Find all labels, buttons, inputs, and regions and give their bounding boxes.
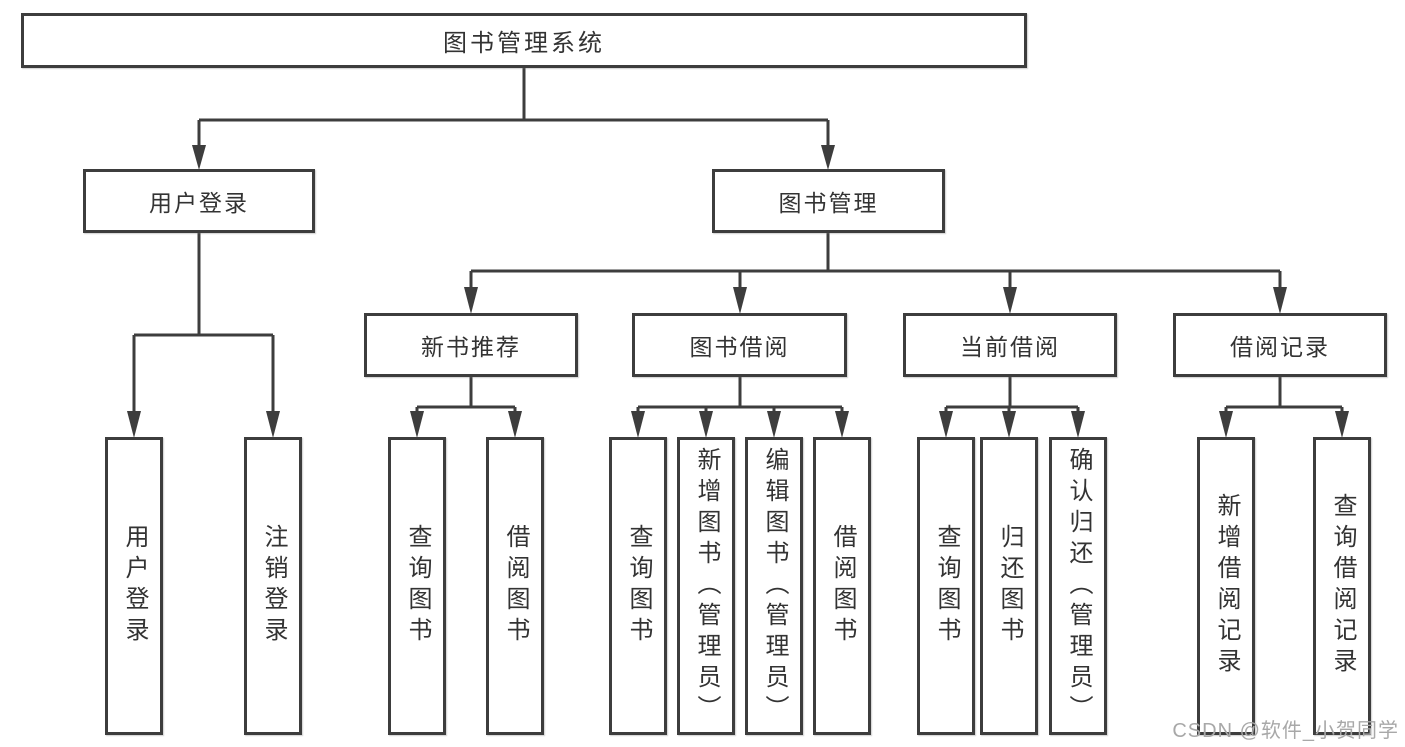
leaf-add-book-admin-label: 新增图书（管理员） bbox=[693, 446, 720, 726]
node-borrow-record-label: 借阅记录 bbox=[1230, 334, 1330, 360]
connector-borrow-record-to-leaves bbox=[1219, 377, 1349, 438]
leaf-logout: 注销登录 bbox=[244, 437, 302, 735]
node-new-book-recommend: 新书推荐 bbox=[364, 313, 578, 377]
leaf-borrow-book-2: 借阅图书 bbox=[813, 437, 871, 735]
leaf-query-book-1: 查询图书 bbox=[388, 437, 446, 735]
node-book-mgmt: 图书管理 bbox=[712, 169, 945, 233]
leaf-edit-book-admin-label: 编辑图书（管理员） bbox=[761, 446, 788, 726]
leaf-confirm-return-admin: 确认归还（管理员） bbox=[1049, 437, 1107, 735]
leaf-edit-book-admin: 编辑图书（管理员） bbox=[745, 437, 803, 735]
leaf-confirm-return-admin-label: 确认归还（管理员） bbox=[1065, 446, 1092, 726]
watermark: CSDN @软件_小贺同学 bbox=[1172, 720, 1399, 742]
leaf-borrow-book-1: 借阅图书 bbox=[486, 437, 544, 735]
leaf-add-borrow-record: 新增借阅记录 bbox=[1197, 437, 1255, 735]
leaf-query-book-2: 查询图书 bbox=[609, 437, 667, 735]
leaf-borrow-book-2-label: 借阅图书 bbox=[829, 524, 856, 648]
node-new-book-recommend-label: 新书推荐 bbox=[421, 334, 521, 360]
connector-new-book-to-leaves bbox=[410, 377, 522, 438]
leaf-add-borrow-record-label: 新增借阅记录 bbox=[1213, 493, 1240, 679]
connector-root-to-branches bbox=[192, 68, 835, 170]
leaf-user-login-label: 用户登录 bbox=[121, 524, 148, 648]
leaf-return-book: 归还图书 bbox=[980, 437, 1038, 735]
leaf-borrow-book-1-label: 借阅图书 bbox=[502, 524, 529, 648]
node-root: 图书管理系统 bbox=[21, 13, 1027, 68]
connector-current-borrow-to-leaves bbox=[939, 377, 1085, 438]
leaf-add-book-admin: 新增图书（管理员） bbox=[677, 437, 735, 735]
leaf-query-book-2-label: 查询图书 bbox=[625, 524, 652, 648]
leaf-query-borrow-record-label: 查询借阅记录 bbox=[1329, 493, 1356, 679]
node-book-borrow-label: 图书借阅 bbox=[689, 334, 790, 360]
node-user-login: 用户登录 bbox=[83, 169, 315, 233]
node-book-mgmt-label: 图书管理 bbox=[778, 190, 879, 216]
node-user-login-label: 用户登录 bbox=[149, 190, 249, 216]
leaf-query-book-1-label: 查询图书 bbox=[404, 524, 431, 648]
leaf-user-login: 用户登录 bbox=[105, 437, 163, 735]
node-book-borrow: 图书借阅 bbox=[632, 313, 847, 377]
connector-book-borrow-to-leaves bbox=[631, 377, 849, 438]
node-borrow-record: 借阅记录 bbox=[1173, 313, 1387, 377]
leaf-return-book-label: 归还图书 bbox=[996, 524, 1023, 648]
leaf-query-book-3-label: 查询图书 bbox=[933, 524, 960, 648]
connector-user-login-to-leaves bbox=[127, 233, 280, 438]
leaf-query-borrow-record: 查询借阅记录 bbox=[1313, 437, 1371, 735]
connector-book-mgmt-to-level2 bbox=[464, 233, 1287, 314]
node-current-borrow: 当前借阅 bbox=[903, 313, 1117, 377]
leaf-query-book-3: 查询图书 bbox=[917, 437, 975, 735]
node-current-borrow-label: 当前借阅 bbox=[960, 334, 1060, 360]
node-root-label: 图书管理系统 bbox=[443, 30, 605, 57]
leaf-logout-label: 注销登录 bbox=[260, 524, 287, 648]
